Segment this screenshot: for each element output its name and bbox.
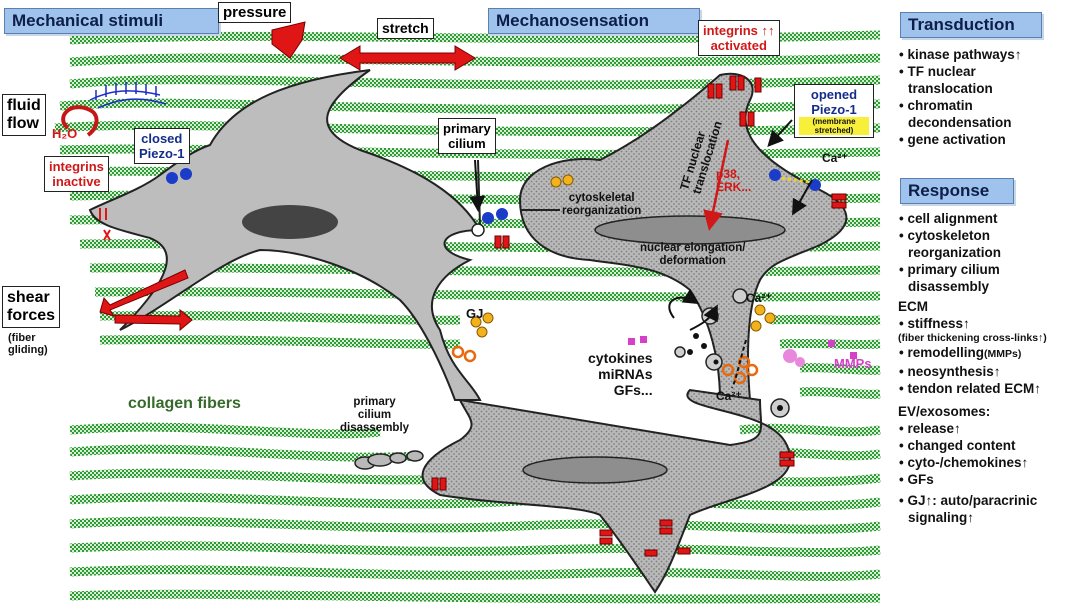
released-particles: [687, 313, 783, 411]
label-opened-piezo: opened Piezo-1 (membrane stretched): [794, 84, 874, 138]
label-integrins-activated: integrins ↑↑ activated: [698, 20, 780, 56]
response-item: cytoskeleton reorganization: [898, 227, 1063, 261]
quiescent-nucleus: [242, 205, 338, 239]
label-secreted-factors: cytokines miRNAs GFs...: [588, 350, 653, 398]
ev-item: cyto-/chemokines↑: [898, 454, 1063, 471]
transduction-list: kinase pathways↑ TF nuclear translocatio…: [898, 46, 1063, 148]
header-mechanical-stimuli: Mechanical stimuli: [4, 8, 219, 34]
response-item: primary cilium disassembly: [898, 261, 1063, 295]
response-list: cell alignment cytoskeleton reorganizati…: [898, 210, 1063, 526]
bottom-cell: [421, 388, 792, 594]
response-item: cell alignment: [898, 210, 1063, 227]
label-primary-cilium: primary cilium: [438, 118, 496, 154]
ecm-stiffness-note: (fiber thickening cross-links↑): [898, 332, 1047, 344]
label-h2o: H₂O: [52, 126, 78, 141]
label-ca-low: Ca²⁺: [716, 389, 742, 403]
ecm-remodelling: remodelling: [907, 345, 984, 360]
label-fluid-flow: fluid flow: [2, 94, 46, 136]
fluid-flow-icon: [89, 82, 167, 109]
header-transduction: Transduction: [900, 12, 1042, 38]
water-flow-arrow: [61, 105, 99, 137]
label-ca-top: Ca²⁺: [822, 151, 848, 165]
bottom-nucleus: [522, 456, 668, 484]
ev-item: GFs: [898, 471, 1063, 488]
integrins-inactive-marks: [99, 208, 111, 241]
label-p38-erk: p38, ERK...: [716, 167, 752, 194]
ev-item: changed content: [898, 437, 1063, 454]
vesicles-orange: [451, 345, 759, 385]
integrins-active-marks: [431, 75, 847, 557]
header-mechanosensation: Mechanosensation: [488, 8, 700, 34]
label-shear-forces: shear forces: [2, 286, 61, 328]
pointer-arrows: [469, 119, 813, 389]
piezo-cilium: [482, 208, 508, 224]
ev-item: release↑: [898, 420, 1063, 437]
transduction-item: kinase pathways↑: [898, 46, 1063, 63]
ev-title: EV/exosomes:: [898, 404, 991, 419]
mmp-markers: [628, 336, 857, 367]
ecm-mmps-note: (MMPs): [984, 348, 1022, 360]
activated-nucleus: [594, 215, 786, 245]
vesicles-yellow: [470, 174, 776, 338]
ecm-item: neosynthesis↑: [898, 363, 1063, 380]
tf-translocation-arrow: [703, 139, 730, 231]
label-integrins-inactive: integrins inactive: [44, 156, 109, 192]
piezo-closed: [166, 168, 192, 184]
label-cilium-disassembly: primary cilium disassembly: [340, 396, 410, 434]
label-mmps: MMPs: [834, 356, 872, 371]
membrane-stretched-note: (membrane stretched): [799, 117, 869, 135]
ecm-item: remodelling(MMPs): [898, 344, 1063, 363]
label-gap-junction: GJ: [466, 306, 484, 321]
label-stretch: stretch: [377, 18, 434, 39]
label-collagen-fibers: collagen fibers: [128, 395, 241, 412]
ecm-title: ECM: [898, 299, 928, 314]
primary-cilium-shape: [471, 159, 485, 237]
label-closed-piezo: closed Piezo-1: [134, 128, 190, 164]
gj-signaling-item: GJ↑: auto/paracrinic signaling↑: [898, 492, 1063, 526]
transduction-item: chromatin decondensation: [898, 97, 1063, 131]
label-cytoskeletal-reorganization: cytoskeletal reorganization: [562, 192, 642, 217]
header-response: Response: [900, 178, 1014, 204]
shear-arrows: [99, 269, 193, 332]
ecm-item: tendon related ECM↑: [898, 380, 1063, 397]
opened-piezo-text: opened Piezo-1: [810, 87, 858, 117]
ecm-item: stiffness↑: [898, 315, 1063, 332]
pressure-arrow: [271, 21, 306, 59]
label-fiber-gliding: (fiber gliding): [8, 332, 48, 356]
label-pressure: pressure: [218, 2, 292, 23]
cilium-fragments: [354, 450, 424, 470]
label-ca-mid: Ca²⁺: [746, 291, 772, 305]
transduction-item: TF nuclear translocation: [898, 63, 1063, 97]
stretch-arrow: [339, 45, 476, 71]
transduction-item: gene activation: [898, 131, 1063, 148]
label-nuclear-elongation: nuclear elongation/ deformation: [640, 242, 746, 267]
